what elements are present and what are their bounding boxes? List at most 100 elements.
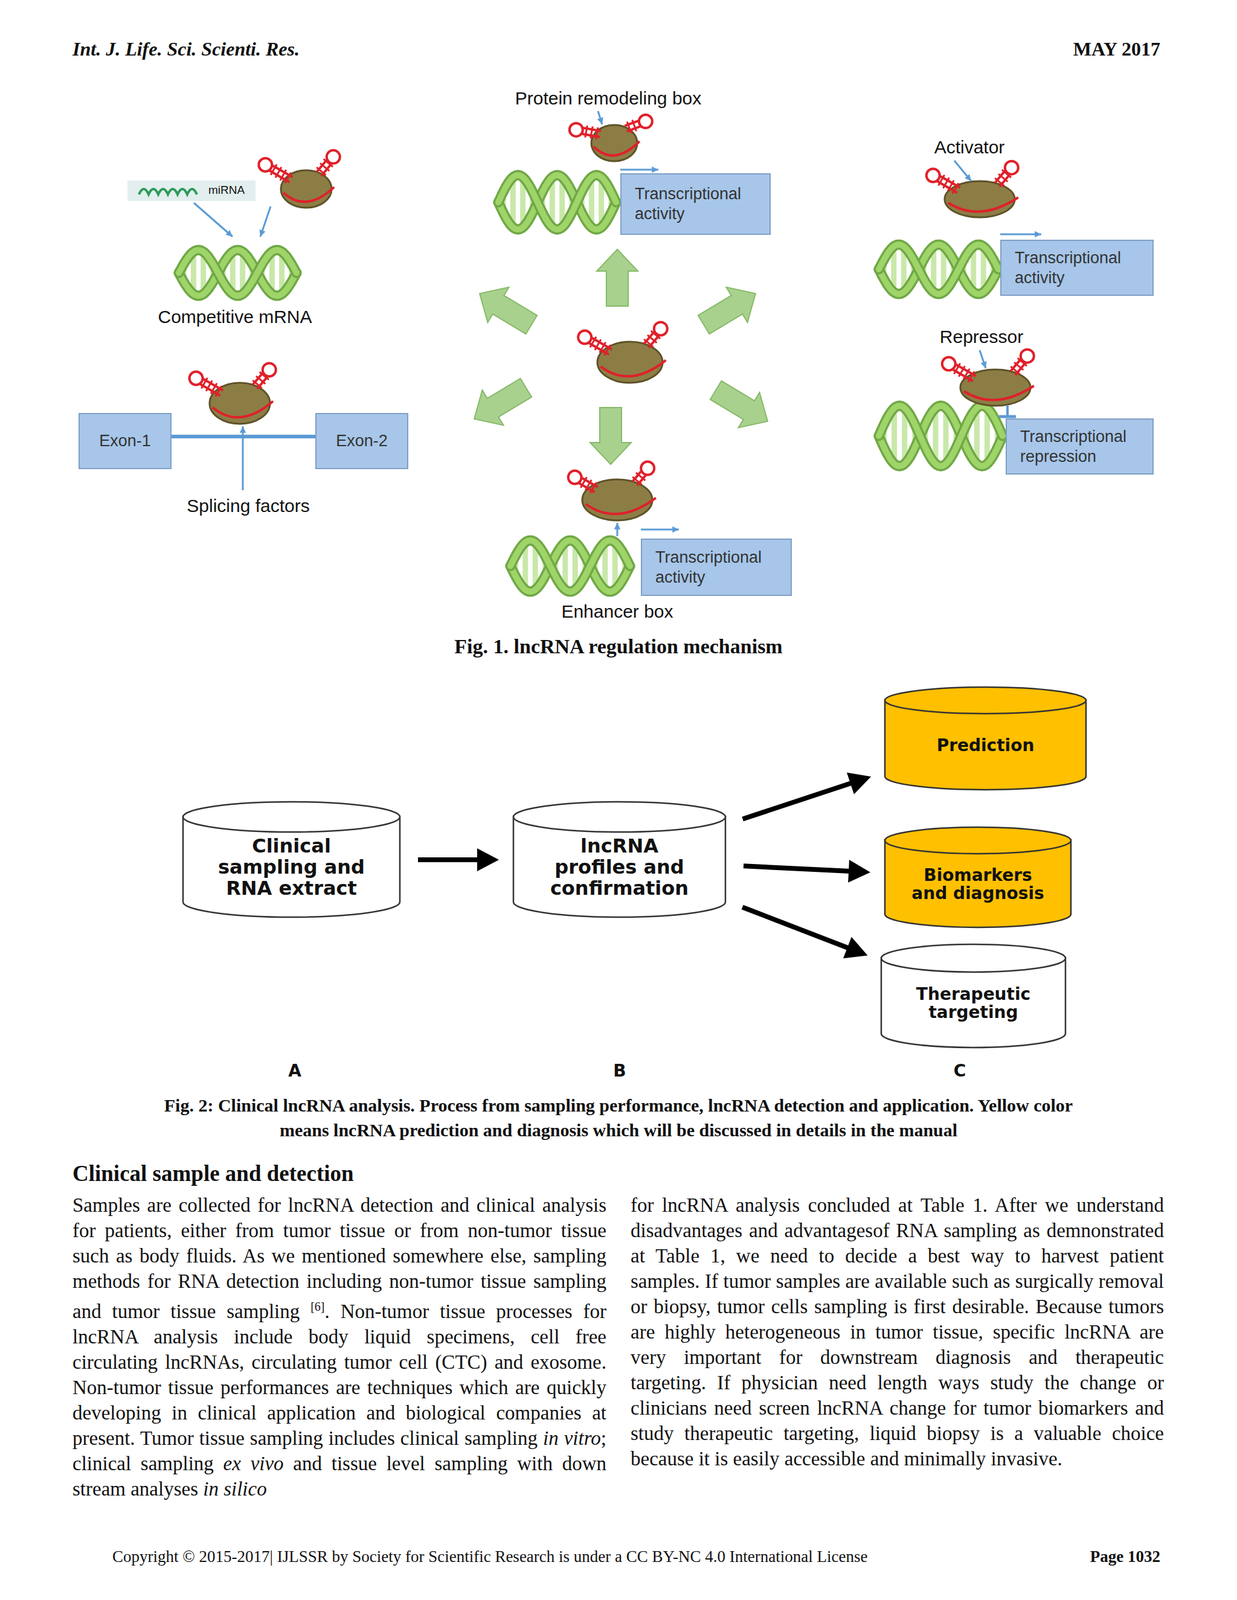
rna-stem [316, 160, 327, 173]
arrow-line [742, 907, 850, 949]
node-text: Transcriptional activity [1014, 248, 1140, 289]
rna-basepair [1010, 366, 1020, 375]
leader-head [225, 230, 233, 237]
node-text: Exon-2 [329, 431, 394, 452]
rna-strand [212, 401, 274, 418]
rna-basepair [316, 167, 326, 176]
node-text: Transcriptional activity [655, 547, 778, 588]
arrow-head [848, 860, 871, 884]
rna-strand [948, 197, 1019, 213]
repression-bar [999, 415, 1016, 419]
exon-box: Exon-1 [78, 413, 172, 470]
body-text: [6] [310, 1300, 325, 1314]
rna-strand [585, 498, 656, 515]
rna-loop [578, 330, 592, 345]
rna-basepair [320, 163, 330, 171]
helix-strand [510, 540, 630, 592]
arrow-line [417, 857, 480, 863]
leader-head [259, 229, 266, 237]
panel-letter: A [270, 1061, 319, 1082]
node-text: Exon-1 [93, 431, 158, 452]
helix-strand [498, 175, 617, 230]
helix-strand [498, 175, 617, 230]
rna-stem [643, 332, 655, 345]
rna-basepair [205, 380, 213, 391]
leader-line [954, 160, 972, 182]
flow-arrow [742, 772, 872, 820]
flow-arrow [743, 860, 871, 884]
leader-head [651, 166, 659, 173]
rna-basepair [958, 366, 965, 377]
cylinder-top [183, 802, 400, 833]
rna-basepair [632, 119, 637, 132]
helix-strand [178, 250, 297, 296]
rna-basepair [947, 180, 954, 191]
node-text: Transcriptional repression [1020, 427, 1140, 467]
figure-caption: Fig. 1. lncRNA regulation mechanism [256, 635, 981, 659]
rna-loop [326, 150, 341, 164]
section-heading: Clinical sample and detection [72, 1160, 617, 1188]
helix-strand [510, 540, 630, 592]
rna-basepair [590, 482, 597, 493]
helix-strand [178, 250, 297, 296]
database-cylinder: Prediction [883, 686, 1088, 792]
rna-basepair [626, 122, 632, 134]
leader-head [239, 426, 246, 434]
block-arrow [705, 372, 779, 440]
node-text: Prediction [914, 736, 1057, 756]
panel-letter: B [595, 1061, 644, 1082]
helix-strand [178, 250, 297, 296]
rna-loop [942, 357, 956, 371]
body-text: in vitro [542, 1427, 601, 1450]
rna-strand [600, 360, 666, 377]
figure-label: Competitive mRNA [114, 306, 356, 328]
database-cylinder: Clinical sampling and RNA extract [181, 801, 402, 919]
rna-basepair [585, 480, 592, 491]
leader-head [980, 361, 987, 369]
leader-line [242, 426, 245, 491]
process-box: Transcriptional activity [1000, 239, 1154, 296]
leader-line [193, 202, 233, 237]
helix-strand [878, 405, 1003, 467]
node-text: lncRNA profiles and confirmation [539, 835, 700, 900]
rna-basepair [285, 172, 292, 184]
exon-box: Exon-2 [315, 413, 409, 470]
arrow-head [477, 848, 499, 872]
helix-strand [178, 250, 297, 296]
database-cylinder: lncRNA profiles and confirmation [512, 801, 727, 919]
rna-loop [1005, 161, 1019, 175]
rna-strand [963, 385, 1035, 401]
figure-label: Repressor [890, 326, 1073, 348]
rna-basepair [998, 173, 1008, 182]
leader-head [1034, 231, 1042, 238]
helix-strand [878, 405, 1003, 467]
rna-loop [926, 169, 940, 183]
figure-label: Protein remodeling box [457, 87, 760, 110]
process-box: Transcriptional repression [1005, 418, 1154, 475]
block-arrow [463, 370, 537, 437]
rna-loop [654, 321, 668, 336]
figure-caption: Fig. 2: Clinical lncRNA analysis. Proces… [153, 1093, 1084, 1143]
helix-strand [878, 244, 999, 295]
cylinder-top [513, 802, 726, 833]
rna-basepair [963, 369, 970, 380]
rna-basepair [599, 342, 606, 353]
node-text: Therapeutic targeting [902, 985, 1045, 1022]
rna-stem [1010, 359, 1021, 372]
rna-basepair [590, 126, 593, 139]
rna-loop [258, 158, 272, 172]
helix-strand [878, 244, 999, 295]
database-cylinder: Biomarkers and diagnosis [883, 826, 1073, 929]
rna-basepair [596, 127, 598, 140]
node-text: Clinical sampling and RNA extract [211, 835, 372, 900]
date-header: MAY 2017 [979, 37, 1161, 61]
rna-loop [569, 123, 583, 137]
rna-basepair [280, 169, 287, 180]
helix-strand [878, 405, 1003, 467]
panel-letter: C [935, 1061, 984, 1082]
rna-basepair [942, 177, 949, 188]
rna-basepair [968, 371, 975, 382]
rna-basepair [632, 477, 642, 486]
repression-bar [1006, 405, 1009, 417]
page-number: Page 1032 [979, 1547, 1161, 1567]
